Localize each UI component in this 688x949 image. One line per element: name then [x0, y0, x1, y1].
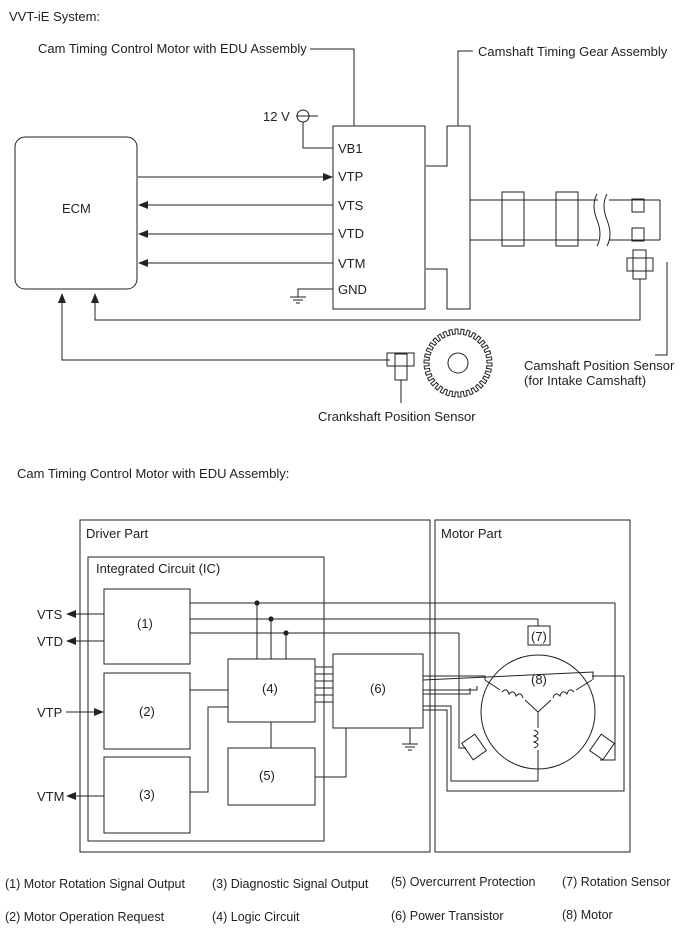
ecm-label: ECM [62, 201, 91, 216]
block-2-label: (2) [139, 704, 155, 719]
pin-vtm-label: VTM [37, 789, 64, 804]
camshaft-timing-gear [426, 125, 471, 310]
crank-sensor-label: Crankshaft Position Sensor [318, 409, 476, 424]
block-3-label: (3) [139, 787, 155, 802]
rotor-hub [447, 352, 469, 374]
motor-windings [484, 679, 593, 770]
internal-wiring [190, 602, 625, 793]
cam-sensor-label: Camshaft Position Sensor [524, 358, 675, 373]
block-2 [103, 672, 191, 750]
legend-item-7: (7) Rotation Sensor [562, 875, 670, 889]
terminal-vts: VTS [338, 198, 364, 213]
junction-dots [254, 600, 289, 636]
terminal-vtp: VTP [338, 169, 363, 184]
terminal-vb1: VB1 [338, 141, 363, 156]
camshaft [470, 191, 661, 247]
block-5-label: (5) [259, 768, 275, 783]
battery-supply-12v [296, 109, 333, 149]
driver-part-label: Driver Part [86, 526, 149, 541]
callout-edu-label: Cam Timing Control Motor with EDU Assemb… [38, 41, 307, 56]
crankshaft-timing-rotor [423, 328, 493, 398]
legend-item-1: (1) Motor Rotation Signal Output [5, 877, 185, 891]
terminal-vtd: VTD [338, 226, 364, 241]
driver-part-box [79, 519, 431, 853]
camshaft-position-sensor [626, 249, 654, 280]
legend-item-4: (4) Logic Circuit [212, 910, 300, 924]
motor-part-label: Motor Part [441, 526, 502, 541]
ecm-box [14, 136, 138, 290]
cam-sensor-sublabel: (for Intake Camshaft) [524, 373, 646, 388]
block-1-label: (1) [137, 616, 153, 631]
ic-label: Integrated Circuit (IC) [96, 561, 220, 576]
edu-box [332, 125, 426, 310]
crank-sensor-wire [58, 293, 390, 361]
supply-voltage-label: 12 V [263, 109, 290, 124]
rotor-teeth [423, 328, 493, 398]
hall-sensor-right [589, 733, 615, 761]
block-8-label: (8) [531, 672, 547, 687]
pin-vtp-label: VTP [37, 705, 62, 720]
bottom-section-title: Cam Timing Control Motor with EDU Assemb… [17, 466, 289, 481]
legend-item-5: (5) Overcurrent Protection [391, 875, 536, 889]
legend-item-2: (2) Motor Operation Request [5, 910, 165, 924]
pin-vtd-label: VTD [37, 634, 63, 649]
callout-gear-line [457, 50, 473, 126]
hall-sensor-left [461, 733, 487, 761]
legend-item-8: (8) Motor [562, 908, 613, 922]
terminal-vtm: VTM [338, 256, 365, 271]
callout-gear-label: Camshaft Timing Gear Assembly [478, 44, 668, 59]
block-3 [103, 756, 191, 834]
callout-edu-line [310, 48, 355, 126]
block-1 [103, 588, 191, 665]
motor-part-box [434, 519, 631, 853]
cam-sensor-wire [91, 279, 641, 321]
block-4-label: (4) [262, 681, 278, 696]
block-6 [332, 653, 424, 729]
block-7-rotation-sensor [527, 625, 551, 646]
block-7-label: (7) [531, 629, 547, 644]
ground-symbol [290, 288, 333, 304]
block-6-label: (6) [370, 681, 386, 696]
top-section-title: VVT-iE System: [9, 9, 100, 24]
legend-item-6: (6) Power Transistor [391, 909, 504, 923]
cam-sensor-callout-line [655, 262, 668, 356]
terminal-gnd: GND [338, 282, 367, 297]
legend-item-3: (3) Diagnostic Signal Output [212, 877, 369, 891]
pin-vts-label: VTS [37, 607, 63, 622]
crankshaft-position-sensor [386, 352, 415, 403]
ic-box [87, 556, 325, 842]
